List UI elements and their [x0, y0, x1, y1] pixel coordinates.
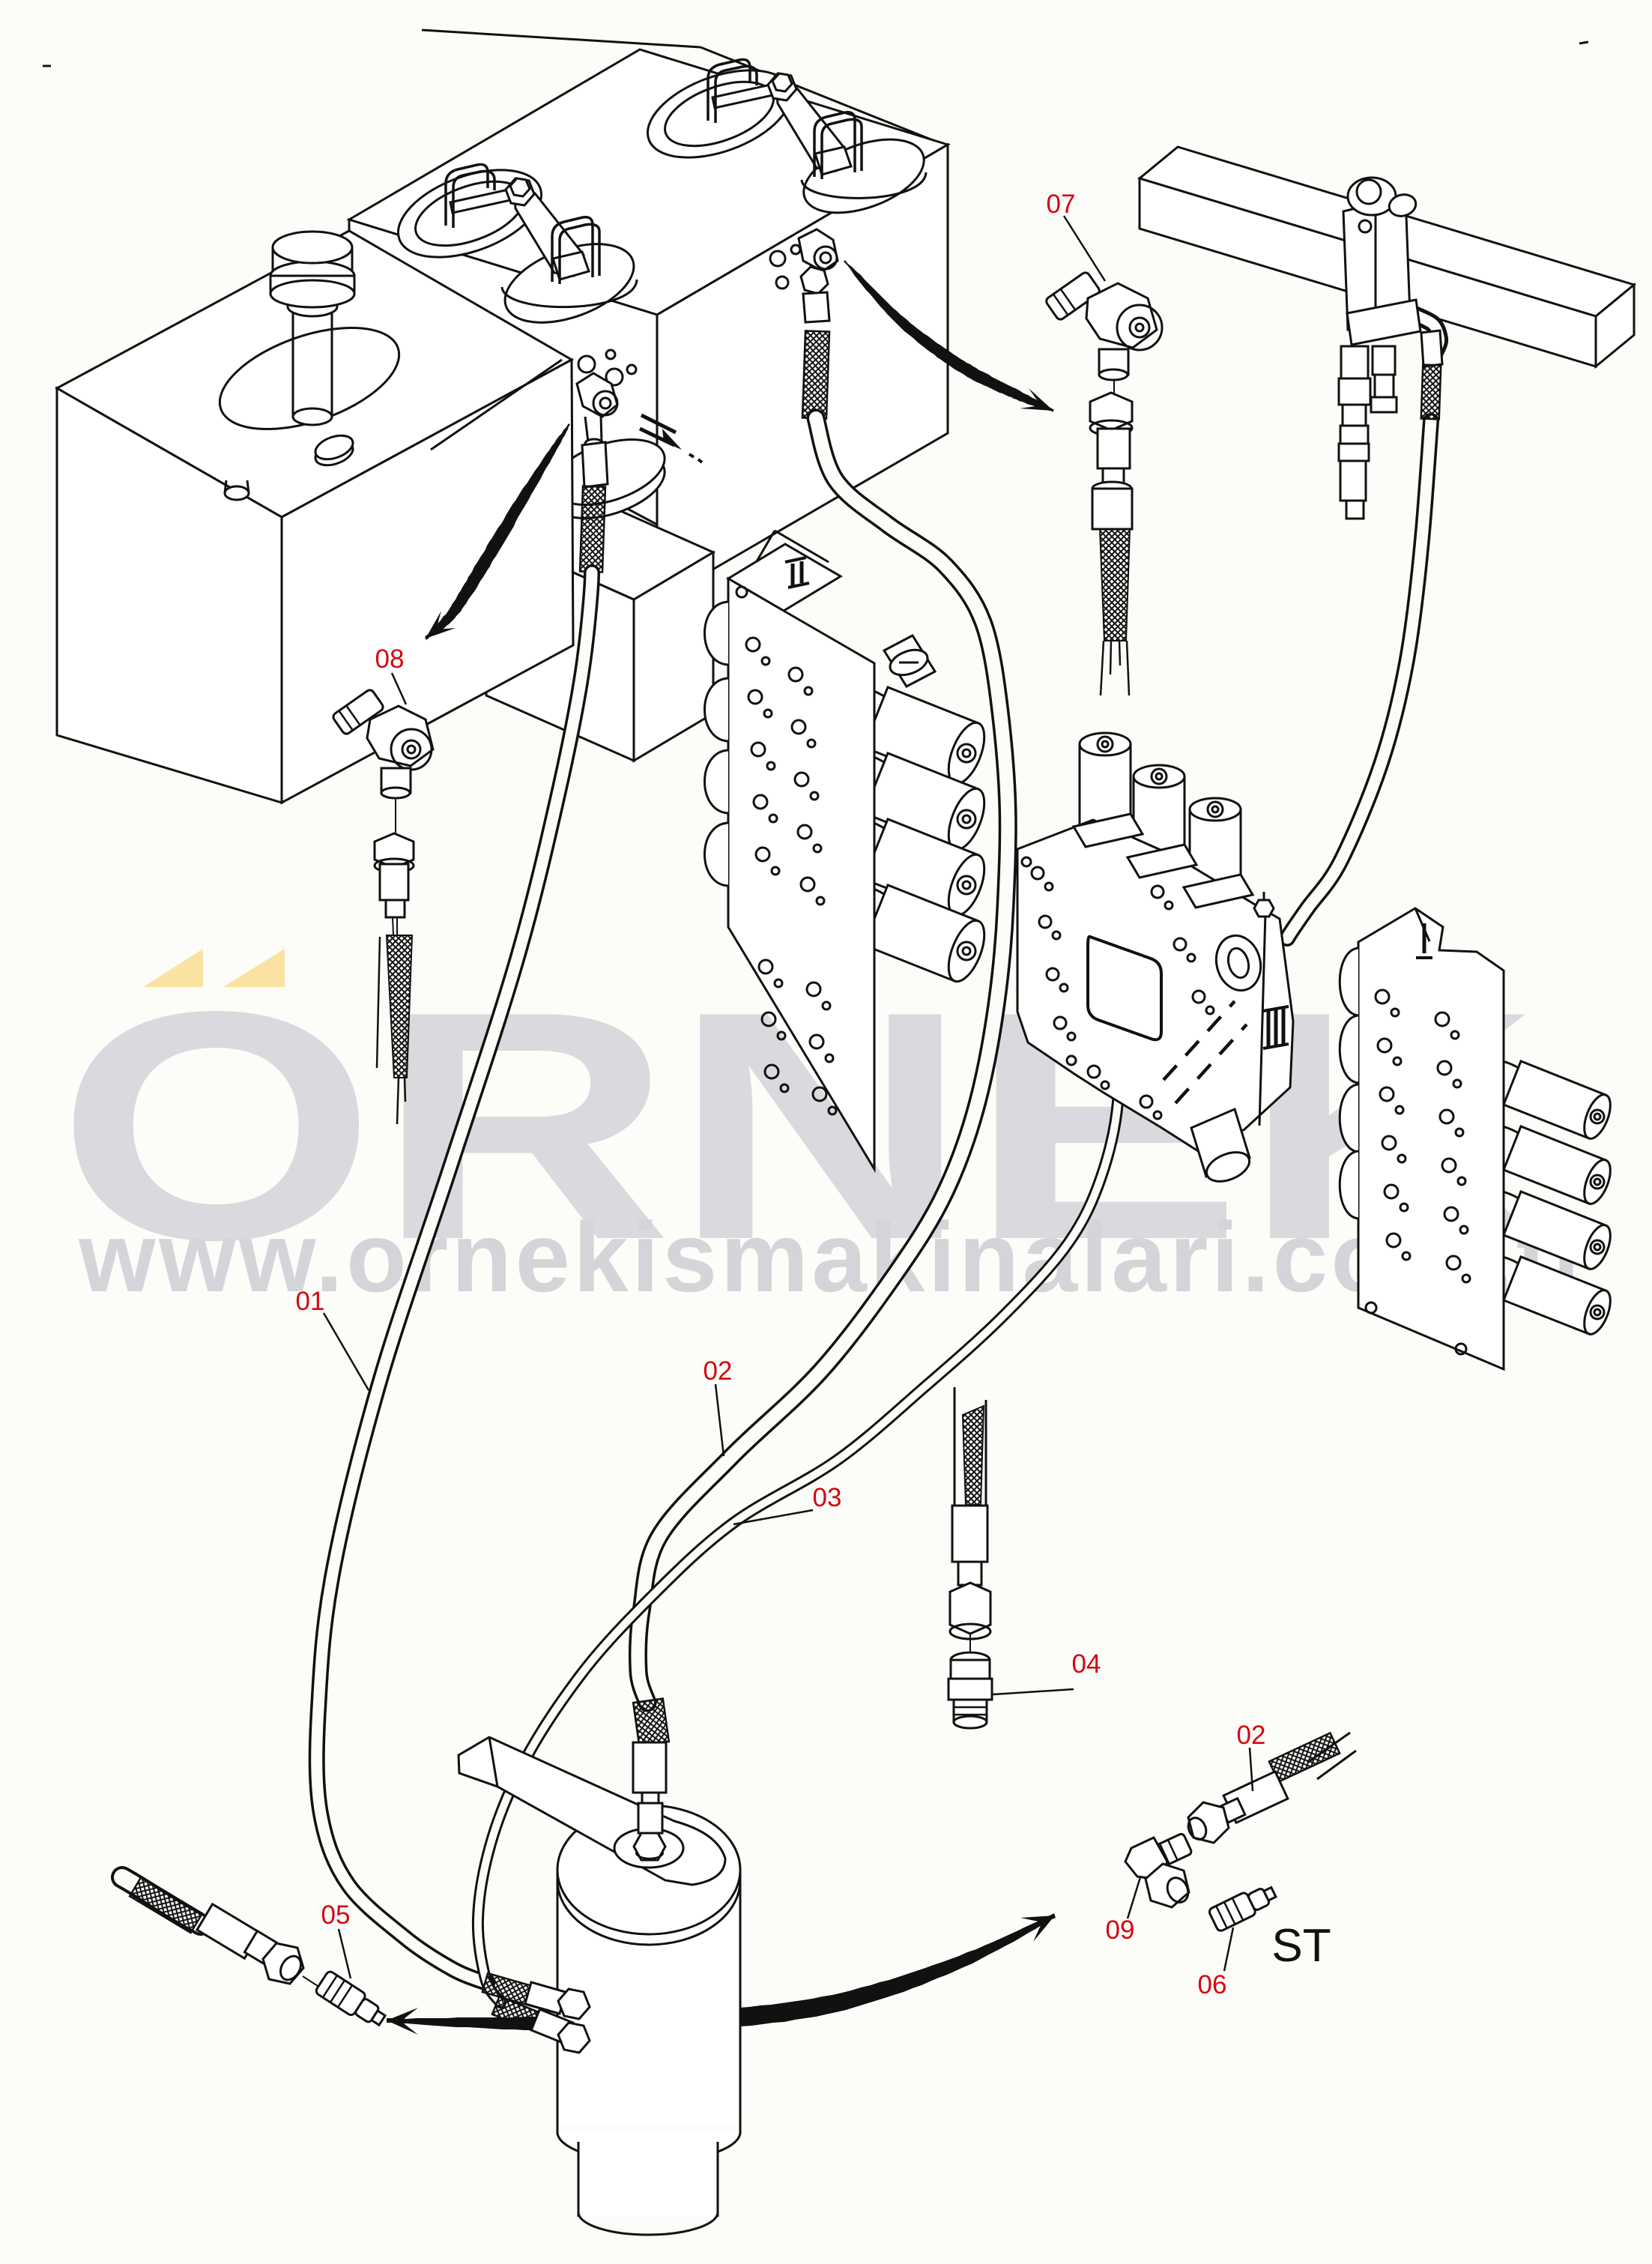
svg-text:02: 02: [1237, 1721, 1266, 1750]
svg-text:08: 08: [375, 645, 405, 674]
svg-text:07: 07: [1047, 190, 1076, 219]
svg-text:02: 02: [704, 1356, 733, 1386]
svg-text:ST: ST: [1271, 1920, 1331, 1972]
svg-text:09: 09: [1106, 1916, 1135, 1945]
svg-text:01: 01: [296, 1287, 325, 1316]
svg-text:04: 04: [1072, 1649, 1101, 1679]
svg-text:03: 03: [813, 1483, 842, 1512]
svg-text:06: 06: [1198, 1970, 1227, 1999]
svg-text:05: 05: [321, 1901, 351, 1930]
svg-text:www.ornekismakinalari.com.tr: www.ornekismakinalari.com.tr: [78, 1202, 1594, 1312]
